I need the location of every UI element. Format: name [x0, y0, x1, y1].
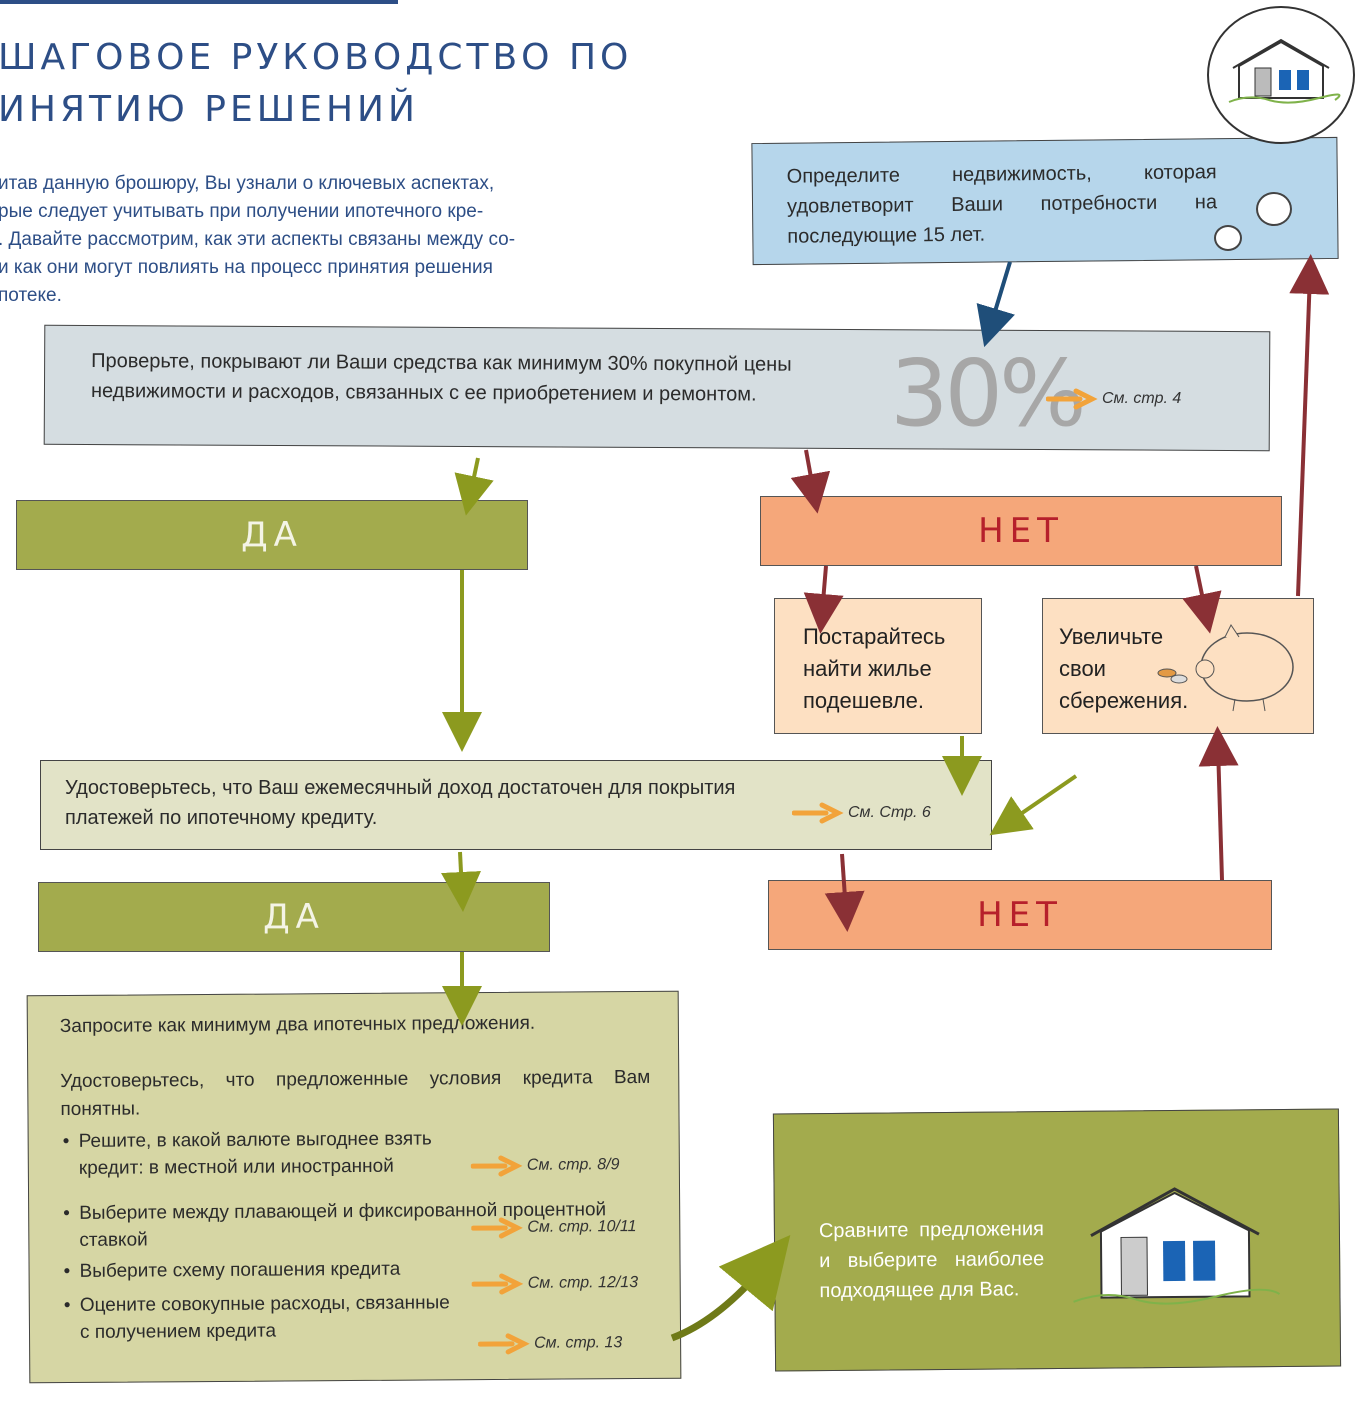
reference-arrow-icon [471, 1273, 524, 1295]
intro-paragraph: итав данную брошюру, Вы узнали о ключевы… [0, 170, 658, 310]
reference-arrow-icon [792, 802, 844, 824]
ref-costs-label: См. стр. 13 [534, 1334, 623, 1352]
ref-rate-label: См. стр. 10/11 [527, 1218, 637, 1236]
ref-currency[interactable]: См. стр. 8/9 [470, 1154, 620, 1177]
piggy-bank-icon [1195, 624, 1294, 712]
bullet-costs: • Оцените совокупные расходы, связанные … [64, 1289, 464, 1346]
no-bar-1: Нет [760, 496, 1282, 566]
thought-bubble-small [1214, 225, 1242, 251]
option-cheaper-box: Постарайтесь найти жилье подешевле. [774, 598, 982, 734]
ref-funds-label: См. стр. 4 [1102, 390, 1182, 407]
house-icon [1073, 1187, 1281, 1305]
house-icon [1228, 38, 1341, 104]
bullet-dot: • [63, 1260, 71, 1283]
ref-income-label: См. Стр. 6 [848, 804, 931, 821]
no-label-1: Нет [978, 511, 1064, 551]
yes-label-2: Да [263, 897, 325, 937]
arrow-offers-to-final [670, 1235, 791, 1342]
intro-line: рые следует учитывать при получении ипот… [0, 201, 484, 222]
ref-schedule-label: См. стр. 12/13 [527, 1274, 639, 1292]
arrow-savings-to-income [989, 774, 1078, 836]
intro-line: потеке. [0, 285, 62, 306]
step-offers-line1: Запросите как минимум два ипотечных пред… [59, 1012, 536, 1038]
option-cheaper-text: Постарайтесь найти жилье подешевле. [803, 624, 946, 713]
step-final-box: Сравните предложения и выберите наиболее… [772, 1108, 1342, 1372]
bullet-schedule-text: Выберите схему погашения кредита [79, 1258, 401, 1282]
bullet-dot: • [62, 1130, 70, 1153]
step-funds-text: Проверьте, покрывают ли Ваши средства ка… [90, 350, 792, 406]
intro-line: итав данную брошюру, Вы узнали о ключевы… [0, 173, 495, 194]
reference-arrow-icon [470, 1155, 523, 1177]
arrow-savings-to-property [1289, 254, 1330, 597]
bullet-dot: • [63, 1202, 70, 1225]
title-line-2: инятию решений [0, 89, 419, 130]
ref-income[interactable]: См. Стр. 6 [792, 802, 931, 824]
step-income-text: Удостоверьтесь, что Ваш ежемесячный дохо… [65, 777, 736, 829]
step-offers-box: Запросите как минимум два ипотечных пред… [26, 990, 682, 1384]
ref-costs[interactable]: См. стр. 13 [478, 1332, 622, 1355]
step-property-text: Определите недвижимость, которая удовлет… [786, 161, 1218, 248]
step-final-text: Сравните предложения и выберите наиболее… [818, 1218, 1045, 1303]
bullet-currency: • Решите, в какой валюте выгоднее взять … [63, 1125, 483, 1182]
step-income-box: Удостоверьтесь, что Ваш ежемесячный дохо… [40, 760, 992, 850]
arrow-no-to-savings-up [1198, 726, 1239, 881]
ref-rate[interactable]: См. стр. 10/11 [471, 1216, 637, 1239]
bullet-costs-text: Оцените совокупные расходы, связанные с … [79, 1292, 450, 1343]
ref-schedule[interactable]: См. стр. 12/13 [471, 1272, 639, 1295]
arrow-funds-to-no [790, 449, 831, 514]
bullet-dot: • [63, 1294, 71, 1317]
step-property-box: Определите недвижимость, которая удовлет… [751, 136, 1339, 266]
title-line-1: шаговое руководство по [0, 37, 633, 78]
ref-funds[interactable]: См. стр. 4 [1046, 388, 1181, 410]
percent-watermark: 30% [890, 340, 1086, 447]
page-title: шаговое руководство по инятию решений [0, 32, 758, 136]
reference-arrow-icon [478, 1333, 530, 1355]
option-savings-box: Увеличьте свои сбережения. [1042, 598, 1314, 734]
no-bar-2: Нет [768, 880, 1272, 950]
top-rule [0, 0, 398, 4]
house-circle [1207, 6, 1355, 144]
intro-line: . Давайте рассмотрим, как эти аспекты св… [0, 229, 516, 250]
arrow-funds-to-yes [454, 457, 494, 516]
reference-arrow-icon [1046, 388, 1098, 410]
step-offers-line2: Удостоверьтесь, что предложенные условия… [60, 1066, 651, 1121]
bullet-currency-text: Решите, в какой валюте выгоднее взять кр… [78, 1128, 432, 1179]
ref-currency-label: См. стр. 8/9 [526, 1156, 620, 1174]
reference-arrow-icon [471, 1217, 523, 1239]
bullet-schedule: • Выберите схему погашения кредита [63, 1255, 523, 1285]
no-label-2: Нет [977, 895, 1063, 935]
intro-line: и как они могут повлиять на процесс прин… [0, 257, 493, 278]
arrow-property-to-funds [976, 261, 1015, 348]
coins-icon [1157, 668, 1188, 684]
yes-bar-1: Да [16, 500, 528, 570]
option-savings-text: Увеличьте свои сбережения. [1059, 624, 1189, 713]
yes-bar-2: Да [38, 882, 550, 952]
yes-label-1: Да [241, 515, 303, 555]
thought-bubble-large [1256, 192, 1292, 226]
